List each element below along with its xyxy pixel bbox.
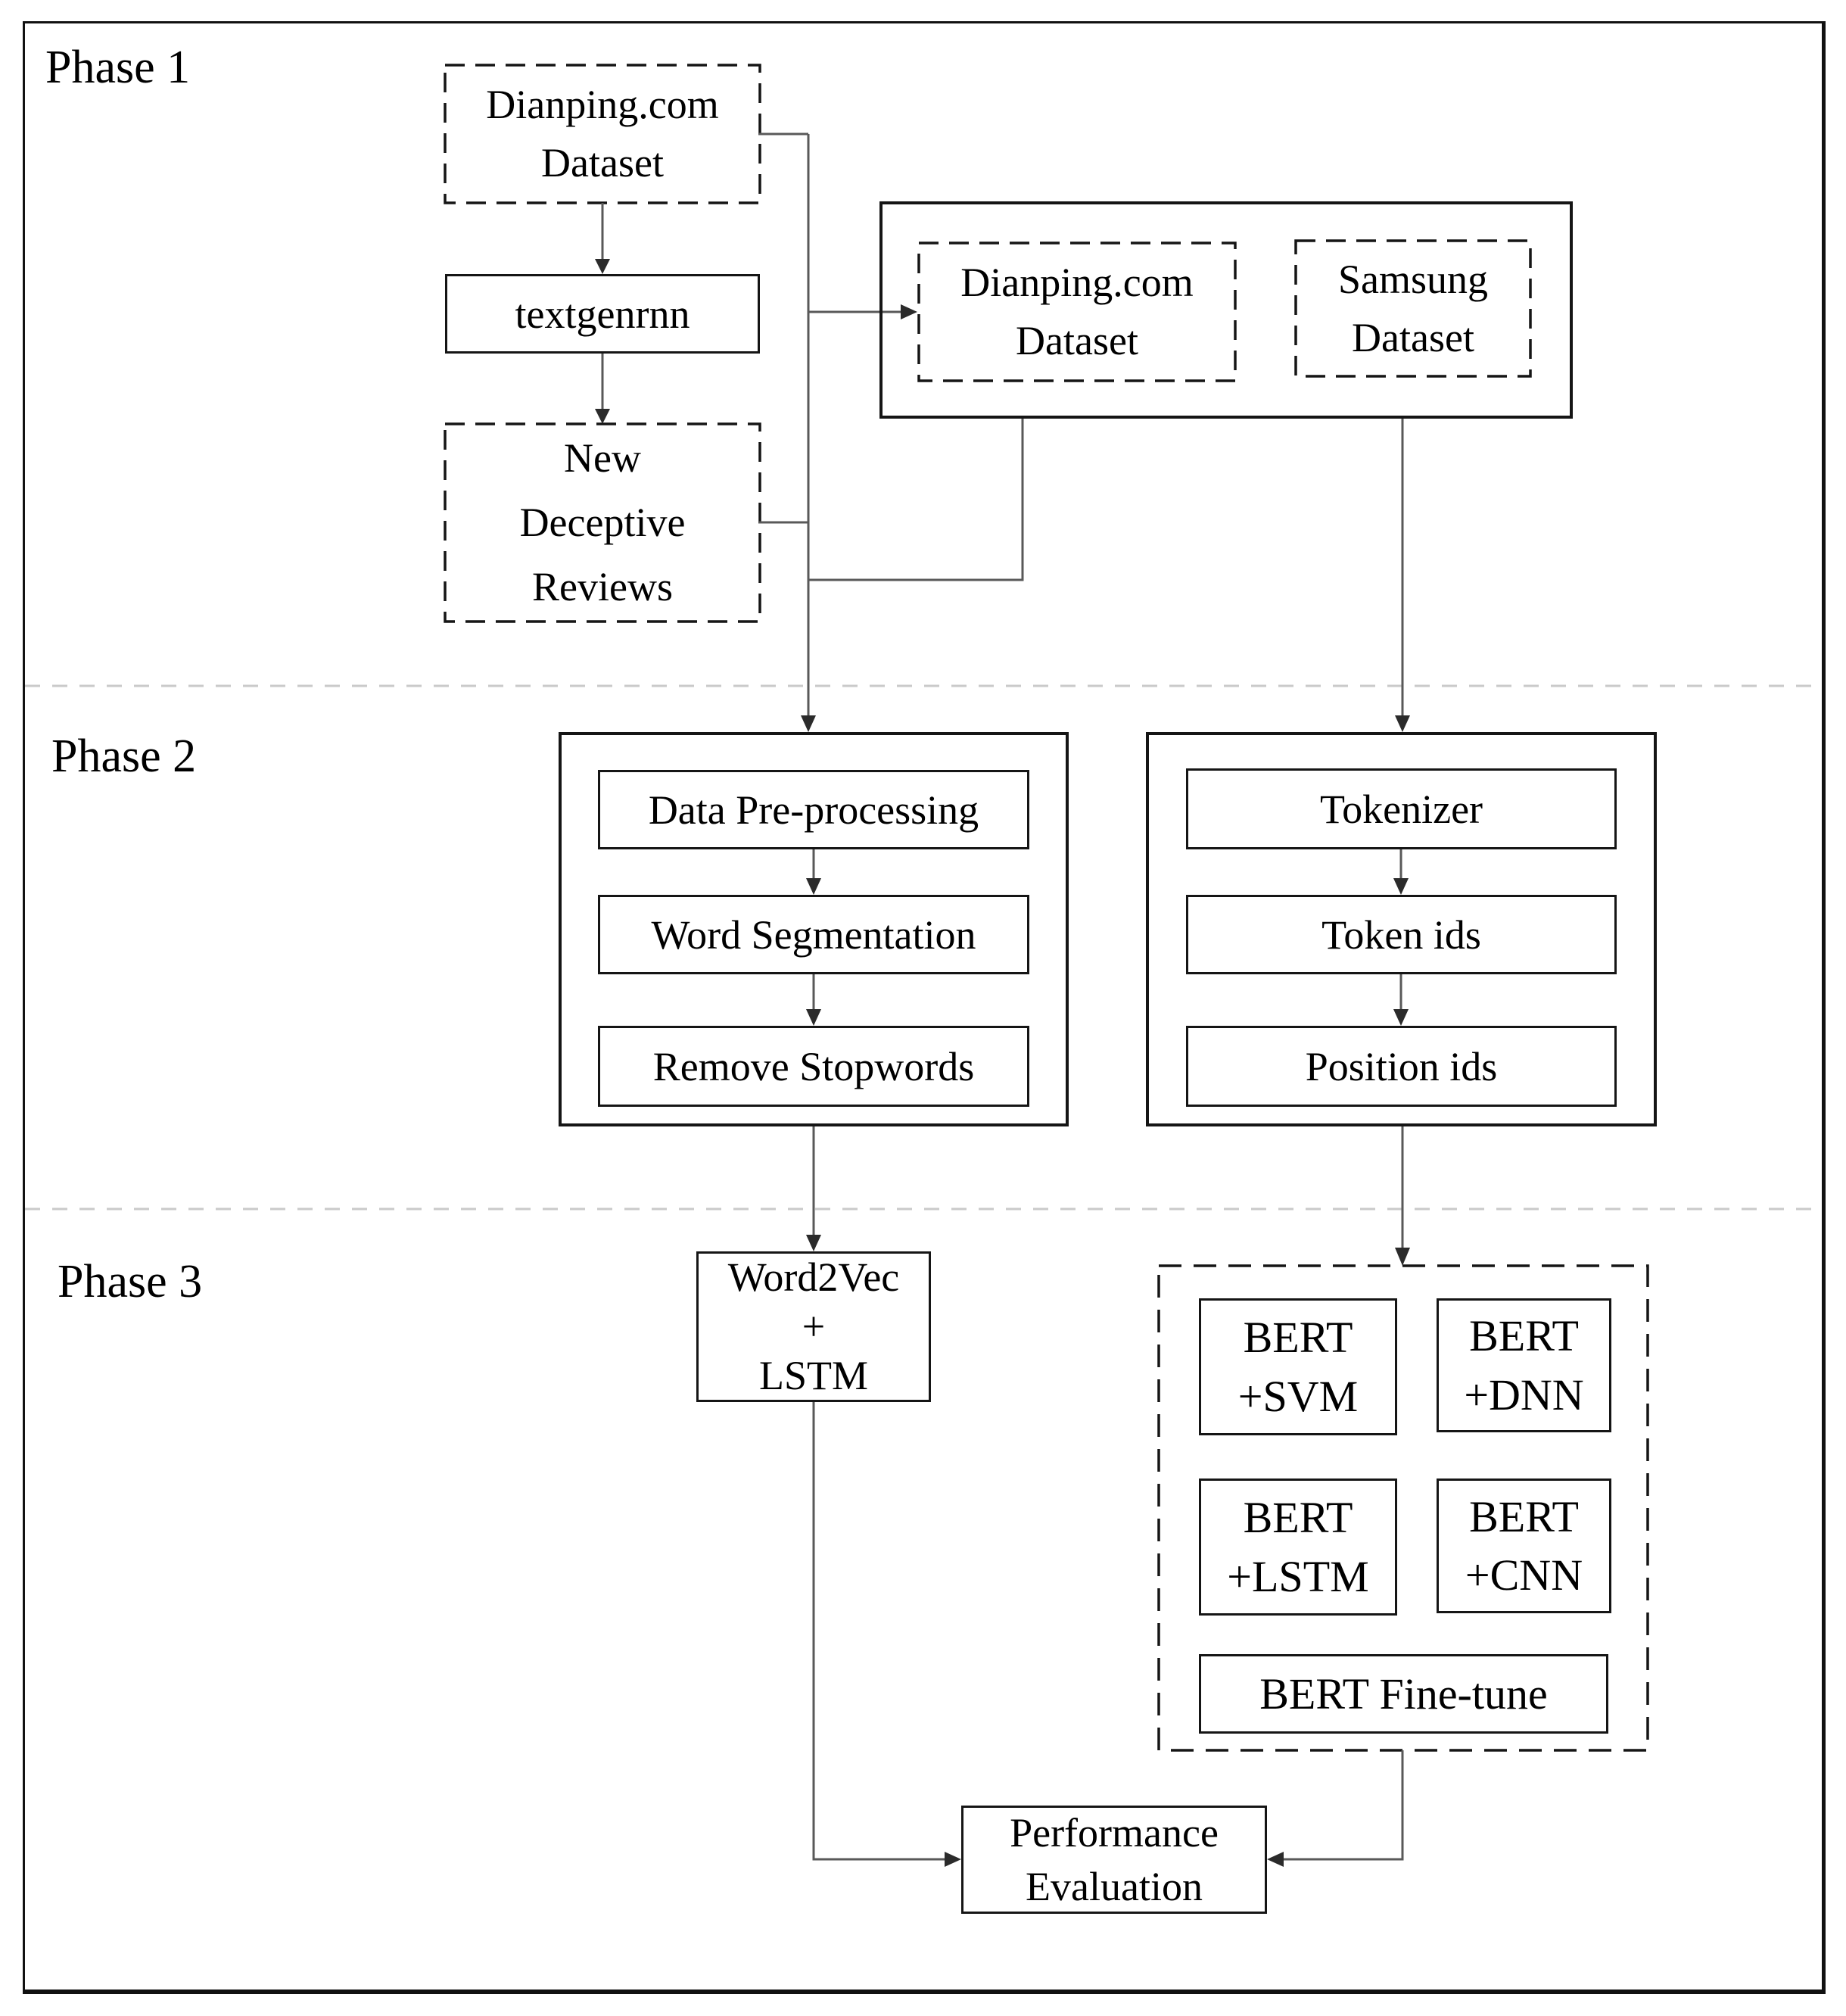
connector-preprocessing-to-word2vec bbox=[806, 1126, 821, 1251]
node-samsung-dataset: Samsung Dataset bbox=[1337, 256, 1489, 360]
connector-tokenization-to-bert bbox=[1395, 1126, 1410, 1266]
connector-tokenids-to-positionids bbox=[1393, 974, 1409, 1026]
connector-container-to-tokenizer-pipeline bbox=[1395, 419, 1410, 732]
node-word-segmentation: Word Segmentation bbox=[598, 895, 1029, 974]
combined-dataset-container bbox=[879, 201, 1573, 419]
connector-word2vec-to-evaluation bbox=[812, 1402, 961, 1867]
connector-tokenizer-to-tokenids bbox=[1393, 849, 1409, 895]
node-remove-stopwords: Remove Stopwords bbox=[598, 1026, 1029, 1107]
node-position-ids: Position ids bbox=[1186, 1026, 1617, 1107]
node-data-pre-processing: Data Pre-processing bbox=[598, 770, 1029, 849]
node-bert-svm: BERT +SVM bbox=[1199, 1298, 1397, 1435]
bert-models-container-border bbox=[1157, 1264, 1649, 1752]
connector-into-combined-container bbox=[808, 304, 917, 319]
preprocessing-pipeline-container bbox=[559, 732, 1069, 1126]
connector-segmentation-to-stopwords bbox=[806, 974, 821, 1026]
node-word2vec-lstm: Word2Vec + LSTM bbox=[696, 1251, 931, 1402]
diagram-border bbox=[23, 21, 1826, 1994]
node-dianping-dataset-source: Dianping.com Dataset bbox=[486, 82, 719, 185]
tokenization-pipeline-container bbox=[1146, 732, 1657, 1126]
node-new-deceptive-reviews: New Deceptive Reviews bbox=[519, 435, 686, 610]
phase-2-label: Phase 2 bbox=[51, 731, 197, 782]
node-bert-dnn: BERT +DNN bbox=[1437, 1298, 1611, 1432]
connector-bert-to-evaluation bbox=[1267, 1750, 1404, 1867]
node-textgenrnn: textgenrnn bbox=[445, 274, 760, 354]
node-token-ids: Token ids bbox=[1186, 895, 1617, 974]
node-tokenizer: Tokenizer bbox=[1186, 768, 1617, 849]
connector-textgenrnn-to-new-reviews bbox=[595, 354, 610, 424]
node-dianping-dataset-combined: Dianping.com Dataset bbox=[960, 260, 1194, 363]
node-bert-cnn: BERT +CNN bbox=[1437, 1479, 1611, 1613]
connector-dianping-to-textgenrnn bbox=[595, 203, 610, 274]
node-performance-evaluation: Performance Evaluation bbox=[961, 1806, 1267, 1914]
phase-1-label: Phase 1 bbox=[45, 42, 191, 93]
samsung-dataset-border bbox=[1294, 239, 1532, 378]
node-bert-lstm: BERT +LSTM bbox=[1199, 1479, 1397, 1616]
node-bert-fine-tune: BERT Fine-tune bbox=[1199, 1654, 1608, 1734]
connector-junction-network bbox=[758, 132, 816, 732]
connector-preprocess-to-segmentation bbox=[806, 849, 821, 895]
phase-3-label: Phase 3 bbox=[58, 1256, 203, 1307]
dianping-combined-border bbox=[917, 241, 1237, 382]
connector-container-to-left-chain bbox=[808, 419, 1024, 581]
